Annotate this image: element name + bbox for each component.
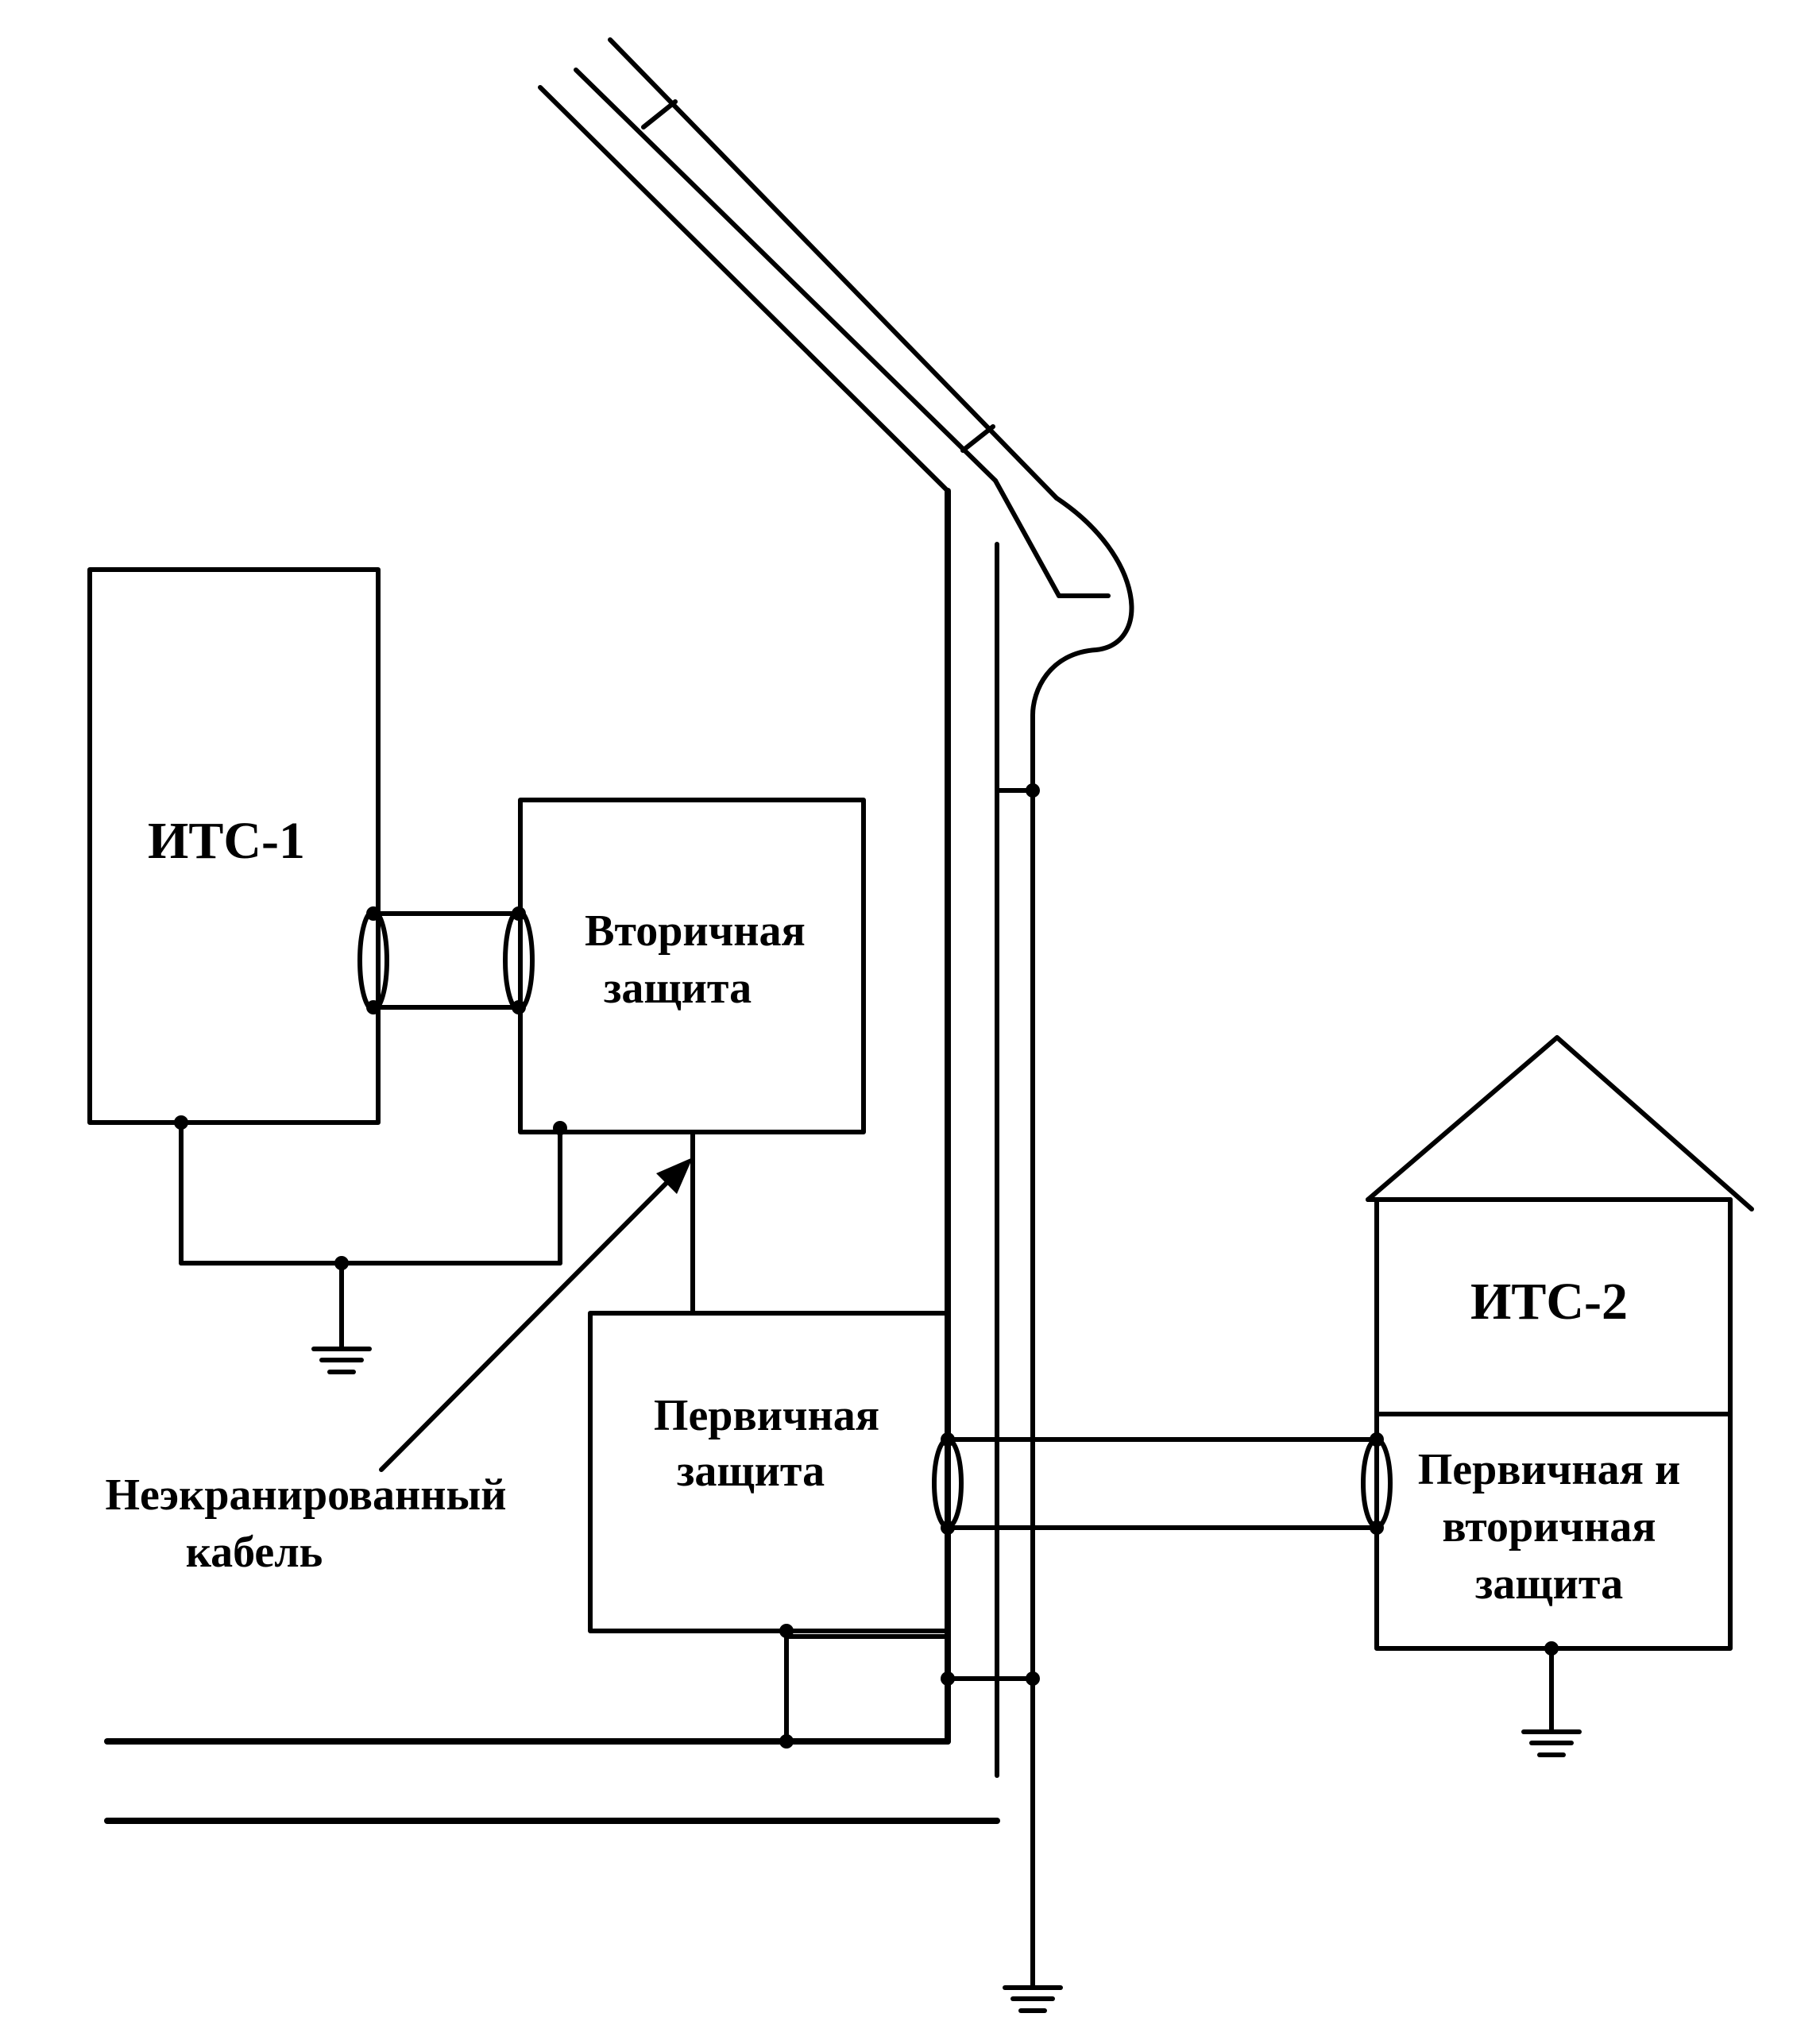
primary-ground-bus bbox=[779, 1624, 1040, 1749]
main-ground bbox=[1003, 1443, 1063, 2013]
combined-line2: вторичная bbox=[1442, 1502, 1656, 1551]
primary-protection-box: Первичная защита bbox=[588, 1311, 950, 1633]
itc2-ground bbox=[1521, 1641, 1582, 1757]
itc1-ground bbox=[174, 1115, 567, 1374]
building-link-pair bbox=[932, 1432, 1393, 1535]
secondary-line2: защита bbox=[604, 964, 752, 1013]
secondary-line1: Вторичная bbox=[585, 906, 806, 956]
incoming-lines bbox=[104, 1738, 1000, 1824]
itc1-secondary-pair bbox=[357, 906, 535, 1014]
cable-line1: Неэкранированный bbox=[105, 1470, 506, 1520]
roof bbox=[538, 37, 1111, 598]
itc2-label: ИТС-2 bbox=[1470, 1273, 1628, 1331]
combined-line3: защита bbox=[1475, 1559, 1623, 1609]
itc1-label: ИТС-1 bbox=[148, 812, 305, 870]
cable-pointer: Неэкранированный кабель bbox=[105, 1157, 693, 1577]
secondary-protection-box: Вторичная защита bbox=[518, 798, 866, 1134]
primary-line2: защита bbox=[677, 1447, 825, 1496]
itc1-box: ИТС-1 bbox=[87, 567, 381, 1125]
itc2-house: ИТС-2 Первичная и вторичная защита bbox=[1366, 1035, 1754, 1651]
cable-line2: кабель bbox=[186, 1528, 323, 1577]
combined-line1: Первичная и bbox=[1418, 1445, 1680, 1494]
gutter-downpipe bbox=[995, 496, 1134, 1778]
primary-line1: Первичная bbox=[654, 1391, 879, 1440]
